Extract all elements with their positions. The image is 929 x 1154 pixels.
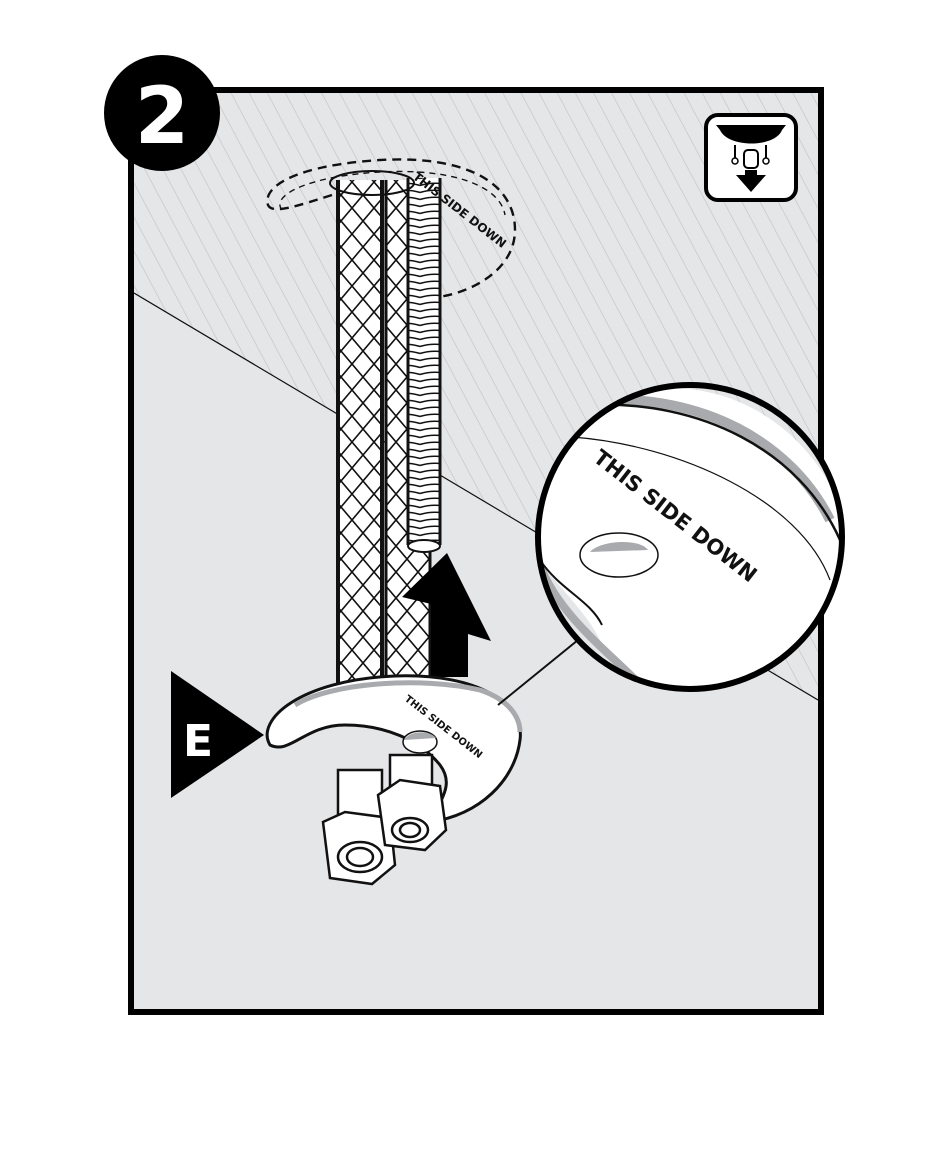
hex-nut-left [321, 768, 397, 886]
install-from-below-icon [704, 113, 798, 202]
callout-letter: E [183, 716, 213, 767]
step-number: 2 [135, 72, 189, 162]
hex-nut-right [376, 753, 448, 852]
braided-hose-left [336, 180, 384, 700]
part-e-plate: THIS SIDE DOWN [265, 674, 523, 824]
step-number-badge: 2 [104, 55, 220, 171]
callout-pointer-e: E [171, 671, 264, 798]
callout-leader-line [497, 639, 579, 706]
threaded-rod [406, 178, 442, 553]
up-arrow-icon [402, 553, 491, 677]
magnified-detail: THIS SIDE DOWN [535, 382, 845, 692]
